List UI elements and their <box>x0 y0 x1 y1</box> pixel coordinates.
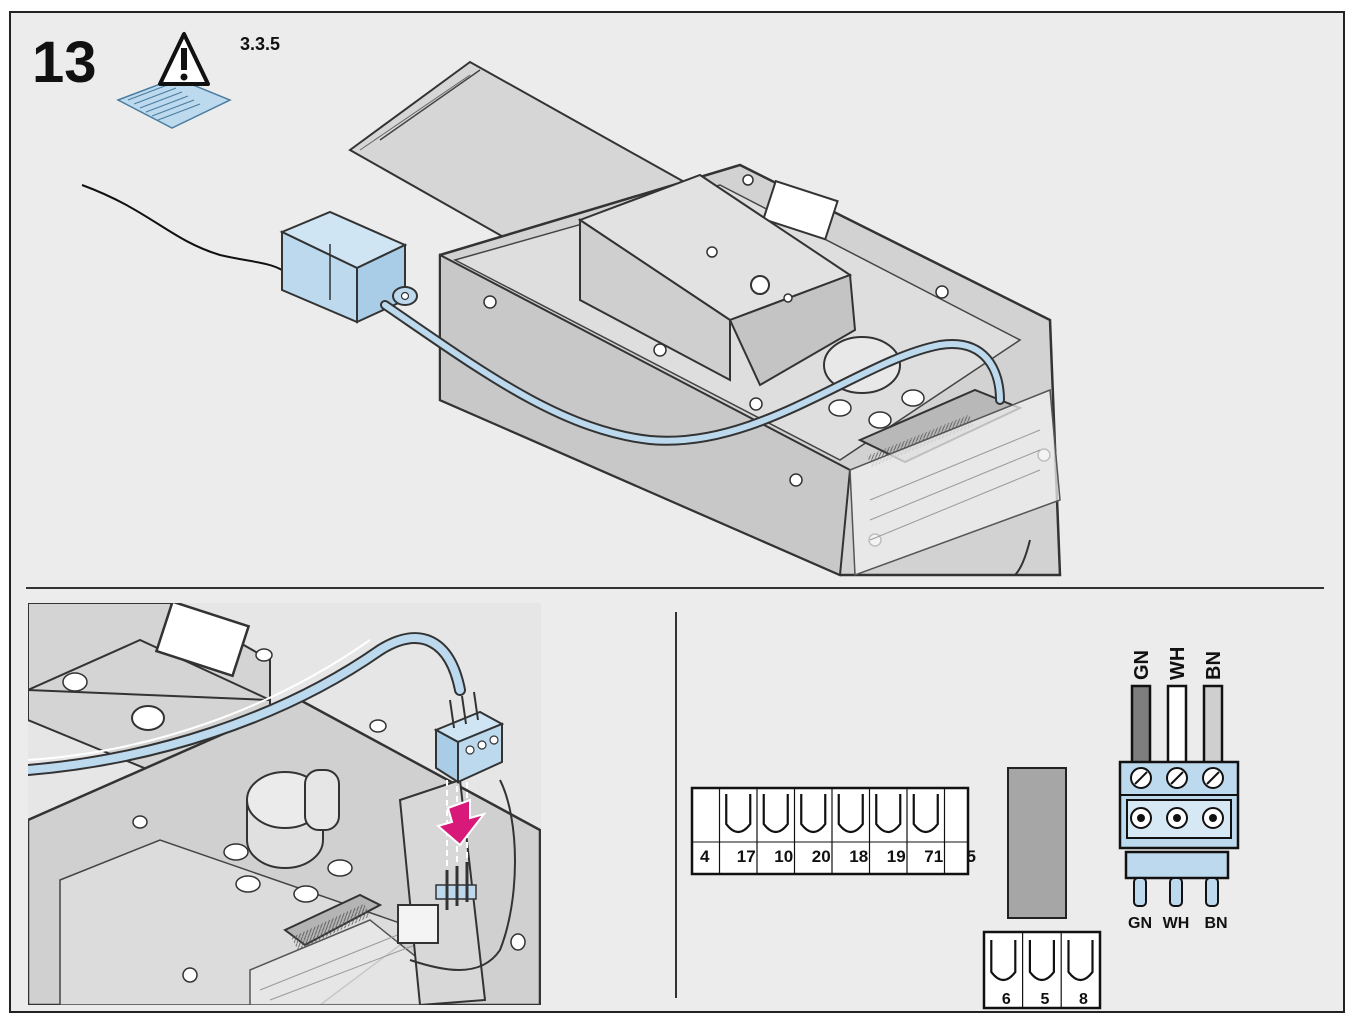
terminal-label: 4 <box>700 847 710 866</box>
terminal-slot <box>837 794 864 834</box>
terminal-label: 6 <box>1002 991 1011 1008</box>
insertion-arrow-icon <box>435 798 487 847</box>
operator-main-illustration <box>81 60 1062 577</box>
terminal-slot <box>1067 940 1094 982</box>
terminal-label: 19 <box>887 847 906 866</box>
terminal-label: 8 <box>1079 991 1088 1008</box>
terminal-label: 17 <box>737 847 756 866</box>
pin-label: WH <box>1163 915 1190 932</box>
connector-block-diagram <box>1118 760 1240 907</box>
manual-section-ref: 3.3.5 <box>240 34 280 54</box>
terminal-label: 5 <box>1040 991 1049 1008</box>
connector-plug <box>433 691 505 784</box>
terminal-label: 18 <box>849 847 868 866</box>
terminal-label: 20 <box>812 847 831 866</box>
terminal-slot <box>725 794 752 834</box>
wire-label: WH <box>1167 647 1189 680</box>
terminal-slot <box>762 794 789 834</box>
terminal-label: 5 <box>967 847 976 866</box>
terminal-label: 10 <box>774 847 793 866</box>
wire-label: GN <box>1131 650 1153 680</box>
wire-label: BN <box>1203 651 1225 680</box>
wiring-diagram: 4 17 10 20 18 19 71 5 6 5 8 GN WH BN <box>690 647 1240 1010</box>
terminal-slot <box>875 794 902 834</box>
connector-insertion-illustration <box>28 603 541 1005</box>
sensor-box <box>279 210 418 324</box>
connector-wires <box>1130 684 1224 766</box>
terminal-slot <box>1028 940 1055 982</box>
lower-terminal-strip: 6 5 8 <box>982 930 1102 1010</box>
gray-block <box>1007 767 1067 919</box>
pin-label: BN <box>1204 915 1227 932</box>
pin-label: GN <box>1128 915 1152 932</box>
terminal-strip: 4 17 10 20 18 19 71 5 <box>690 786 976 876</box>
terminal-slot <box>990 940 1017 982</box>
terminal-slot <box>800 794 827 834</box>
terminal-slot <box>912 794 939 834</box>
manual-warning-icon <box>116 32 232 129</box>
step-number: 13 <box>32 30 97 95</box>
terminal-label: 71 <box>924 847 943 866</box>
